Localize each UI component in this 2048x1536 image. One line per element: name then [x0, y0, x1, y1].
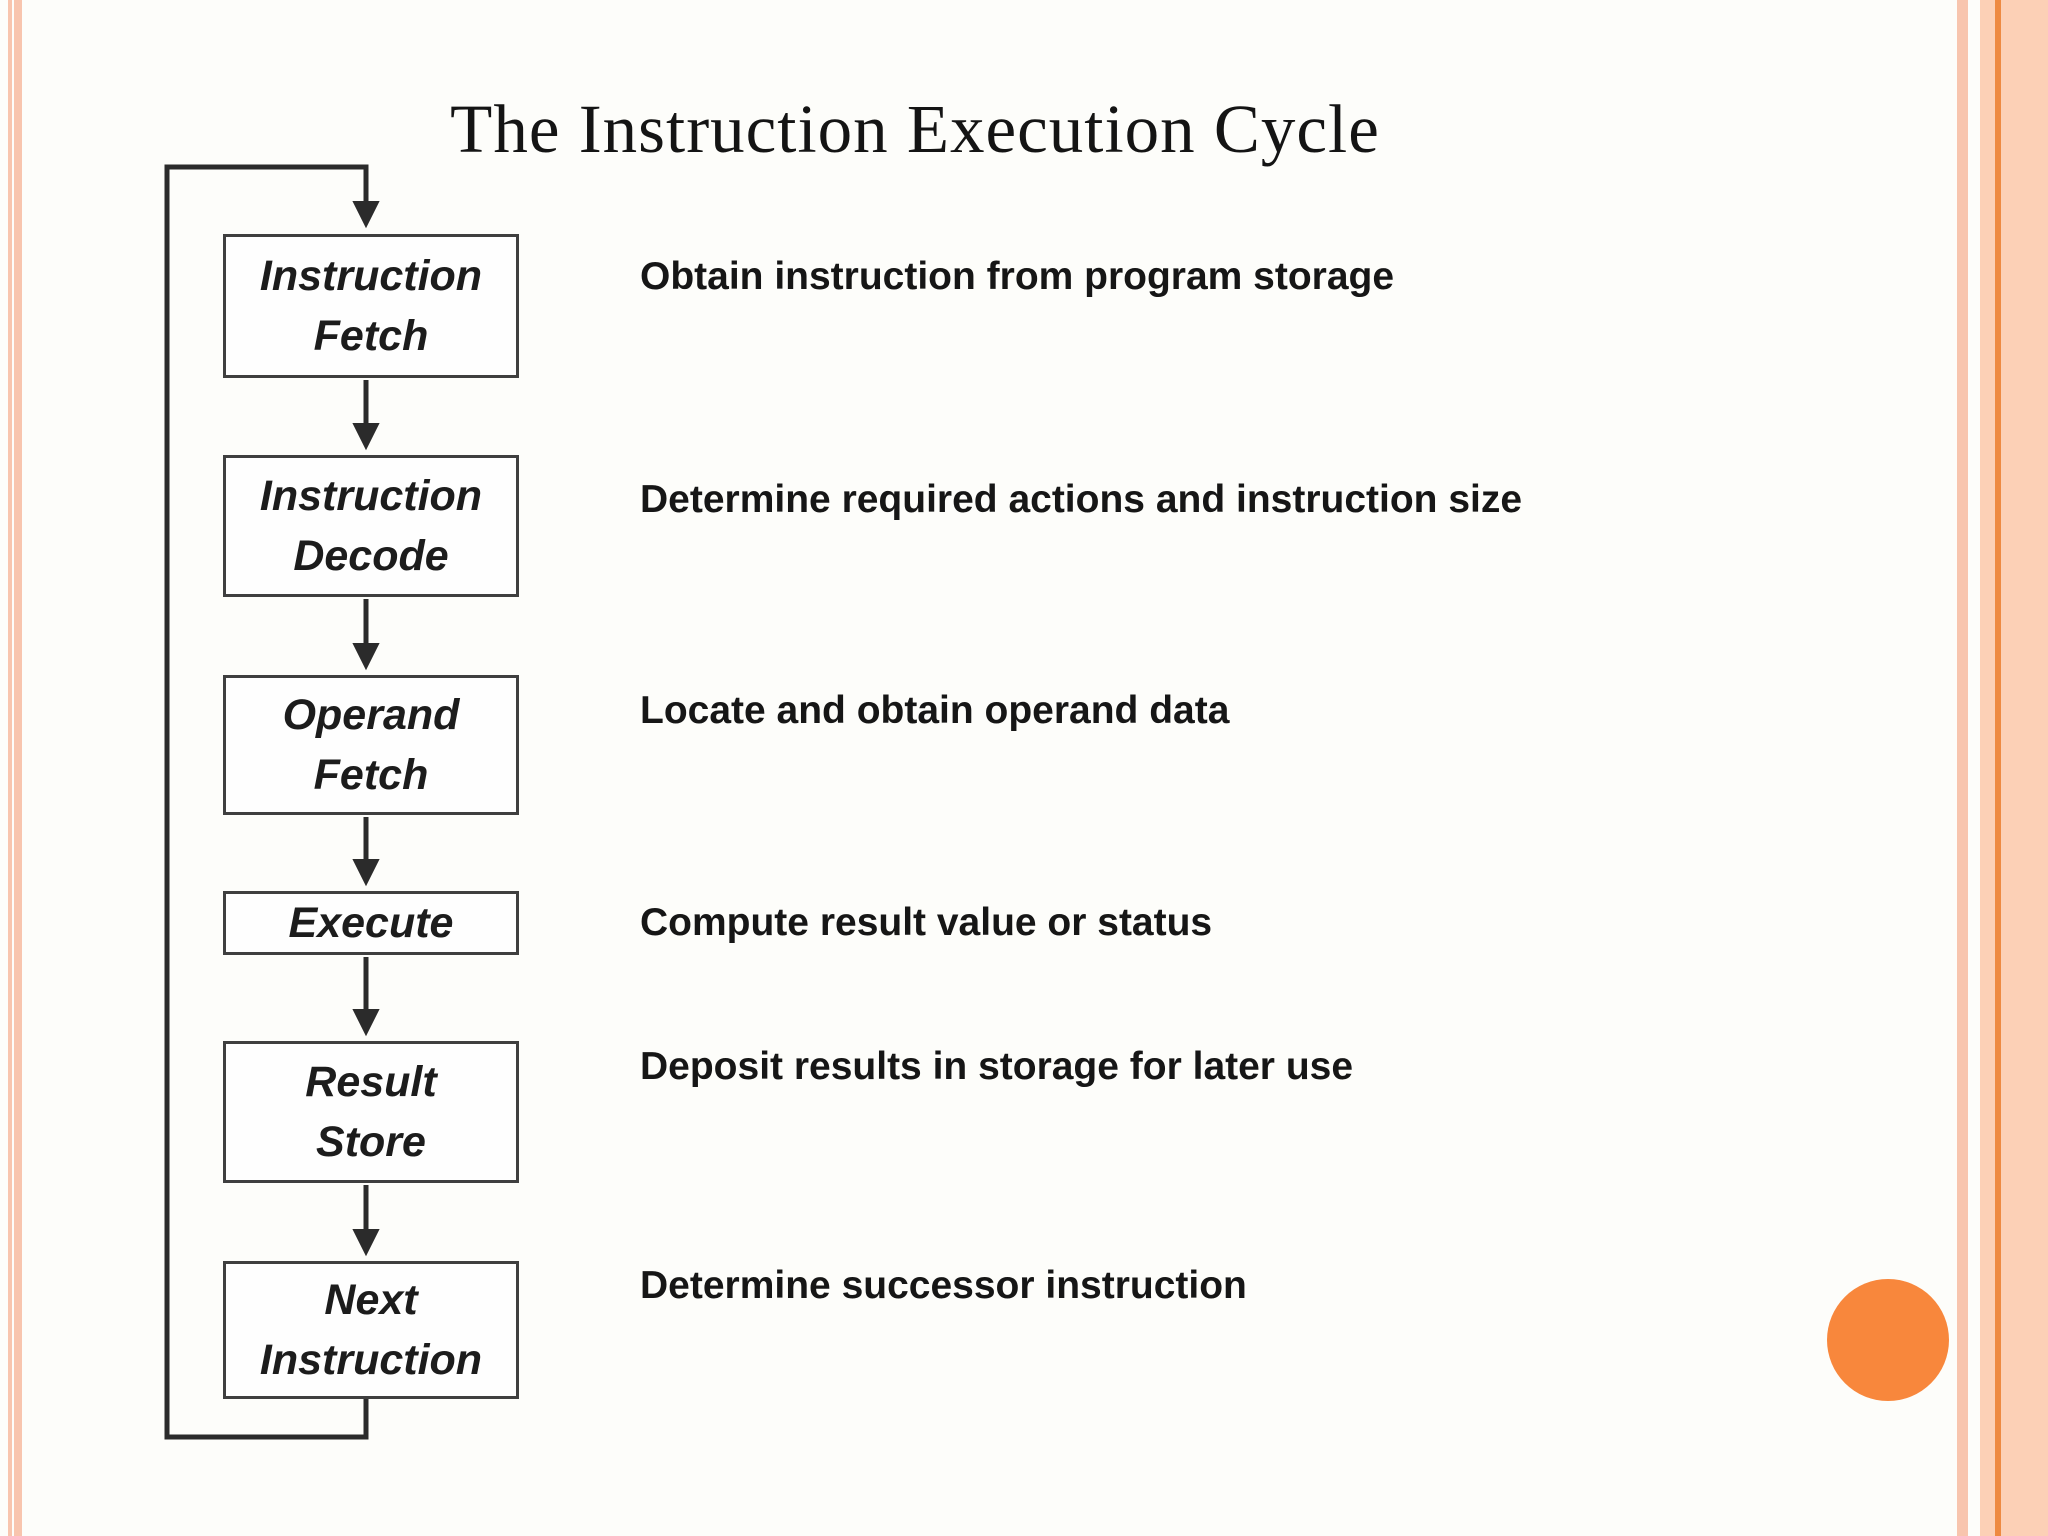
flow-box-line: Execute	[288, 899, 454, 947]
step-description-result-store: Deposit results in storage for later use	[640, 1045, 1354, 1088]
flow-box-line: Instruction	[259, 252, 483, 300]
step-description-execute: Compute result value or status	[640, 901, 1213, 944]
step-description-operand-fetch: Locate and obtain operand data	[640, 689, 1230, 732]
flow-box-line: Next	[324, 1276, 418, 1324]
flow-box-result-store: Result Store	[223, 1041, 519, 1183]
page-title: The Instruction Execution Cycle	[450, 91, 1380, 167]
orange-circle-decoration	[1827, 1279, 1949, 1401]
right-frame-band-line	[1995, 0, 2001, 1536]
right-frame-band	[1980, 0, 2048, 1536]
flow-box-execute: Execute	[223, 891, 519, 955]
step-description-next-instruction: Determine successor instruction	[640, 1264, 1247, 1307]
flow-box-line: Fetch	[313, 312, 429, 360]
right-frame-stripe-thin	[1957, 0, 1968, 1536]
step-description-instruction-fetch: Obtain instruction from program storage	[640, 255, 1395, 298]
flow-box-next-instruction: Next Instruction	[223, 1261, 519, 1399]
flow-box-line: Instruction	[259, 1336, 483, 1384]
flow-box-instruction-fetch: Instruction Fetch	[223, 234, 519, 378]
flow-box-line: Store	[316, 1118, 426, 1166]
flow-box-instruction-decode: Instruction Decode	[223, 455, 519, 597]
flow-box-line: Operand	[282, 691, 460, 739]
flow-box-line: Instruction	[259, 472, 483, 520]
flow-box-operand-fetch: Operand Fetch	[223, 675, 519, 815]
left-frame-stripe-wide	[14, 0, 22, 1536]
left-frame-stripe-thin	[8, 0, 12, 1536]
flow-box-line: Result	[305, 1058, 437, 1106]
flow-box-line: Decode	[293, 532, 449, 580]
flow-box-line: Fetch	[313, 751, 429, 799]
step-description-instruction-decode: Determine required actions and instructi…	[640, 478, 1523, 521]
